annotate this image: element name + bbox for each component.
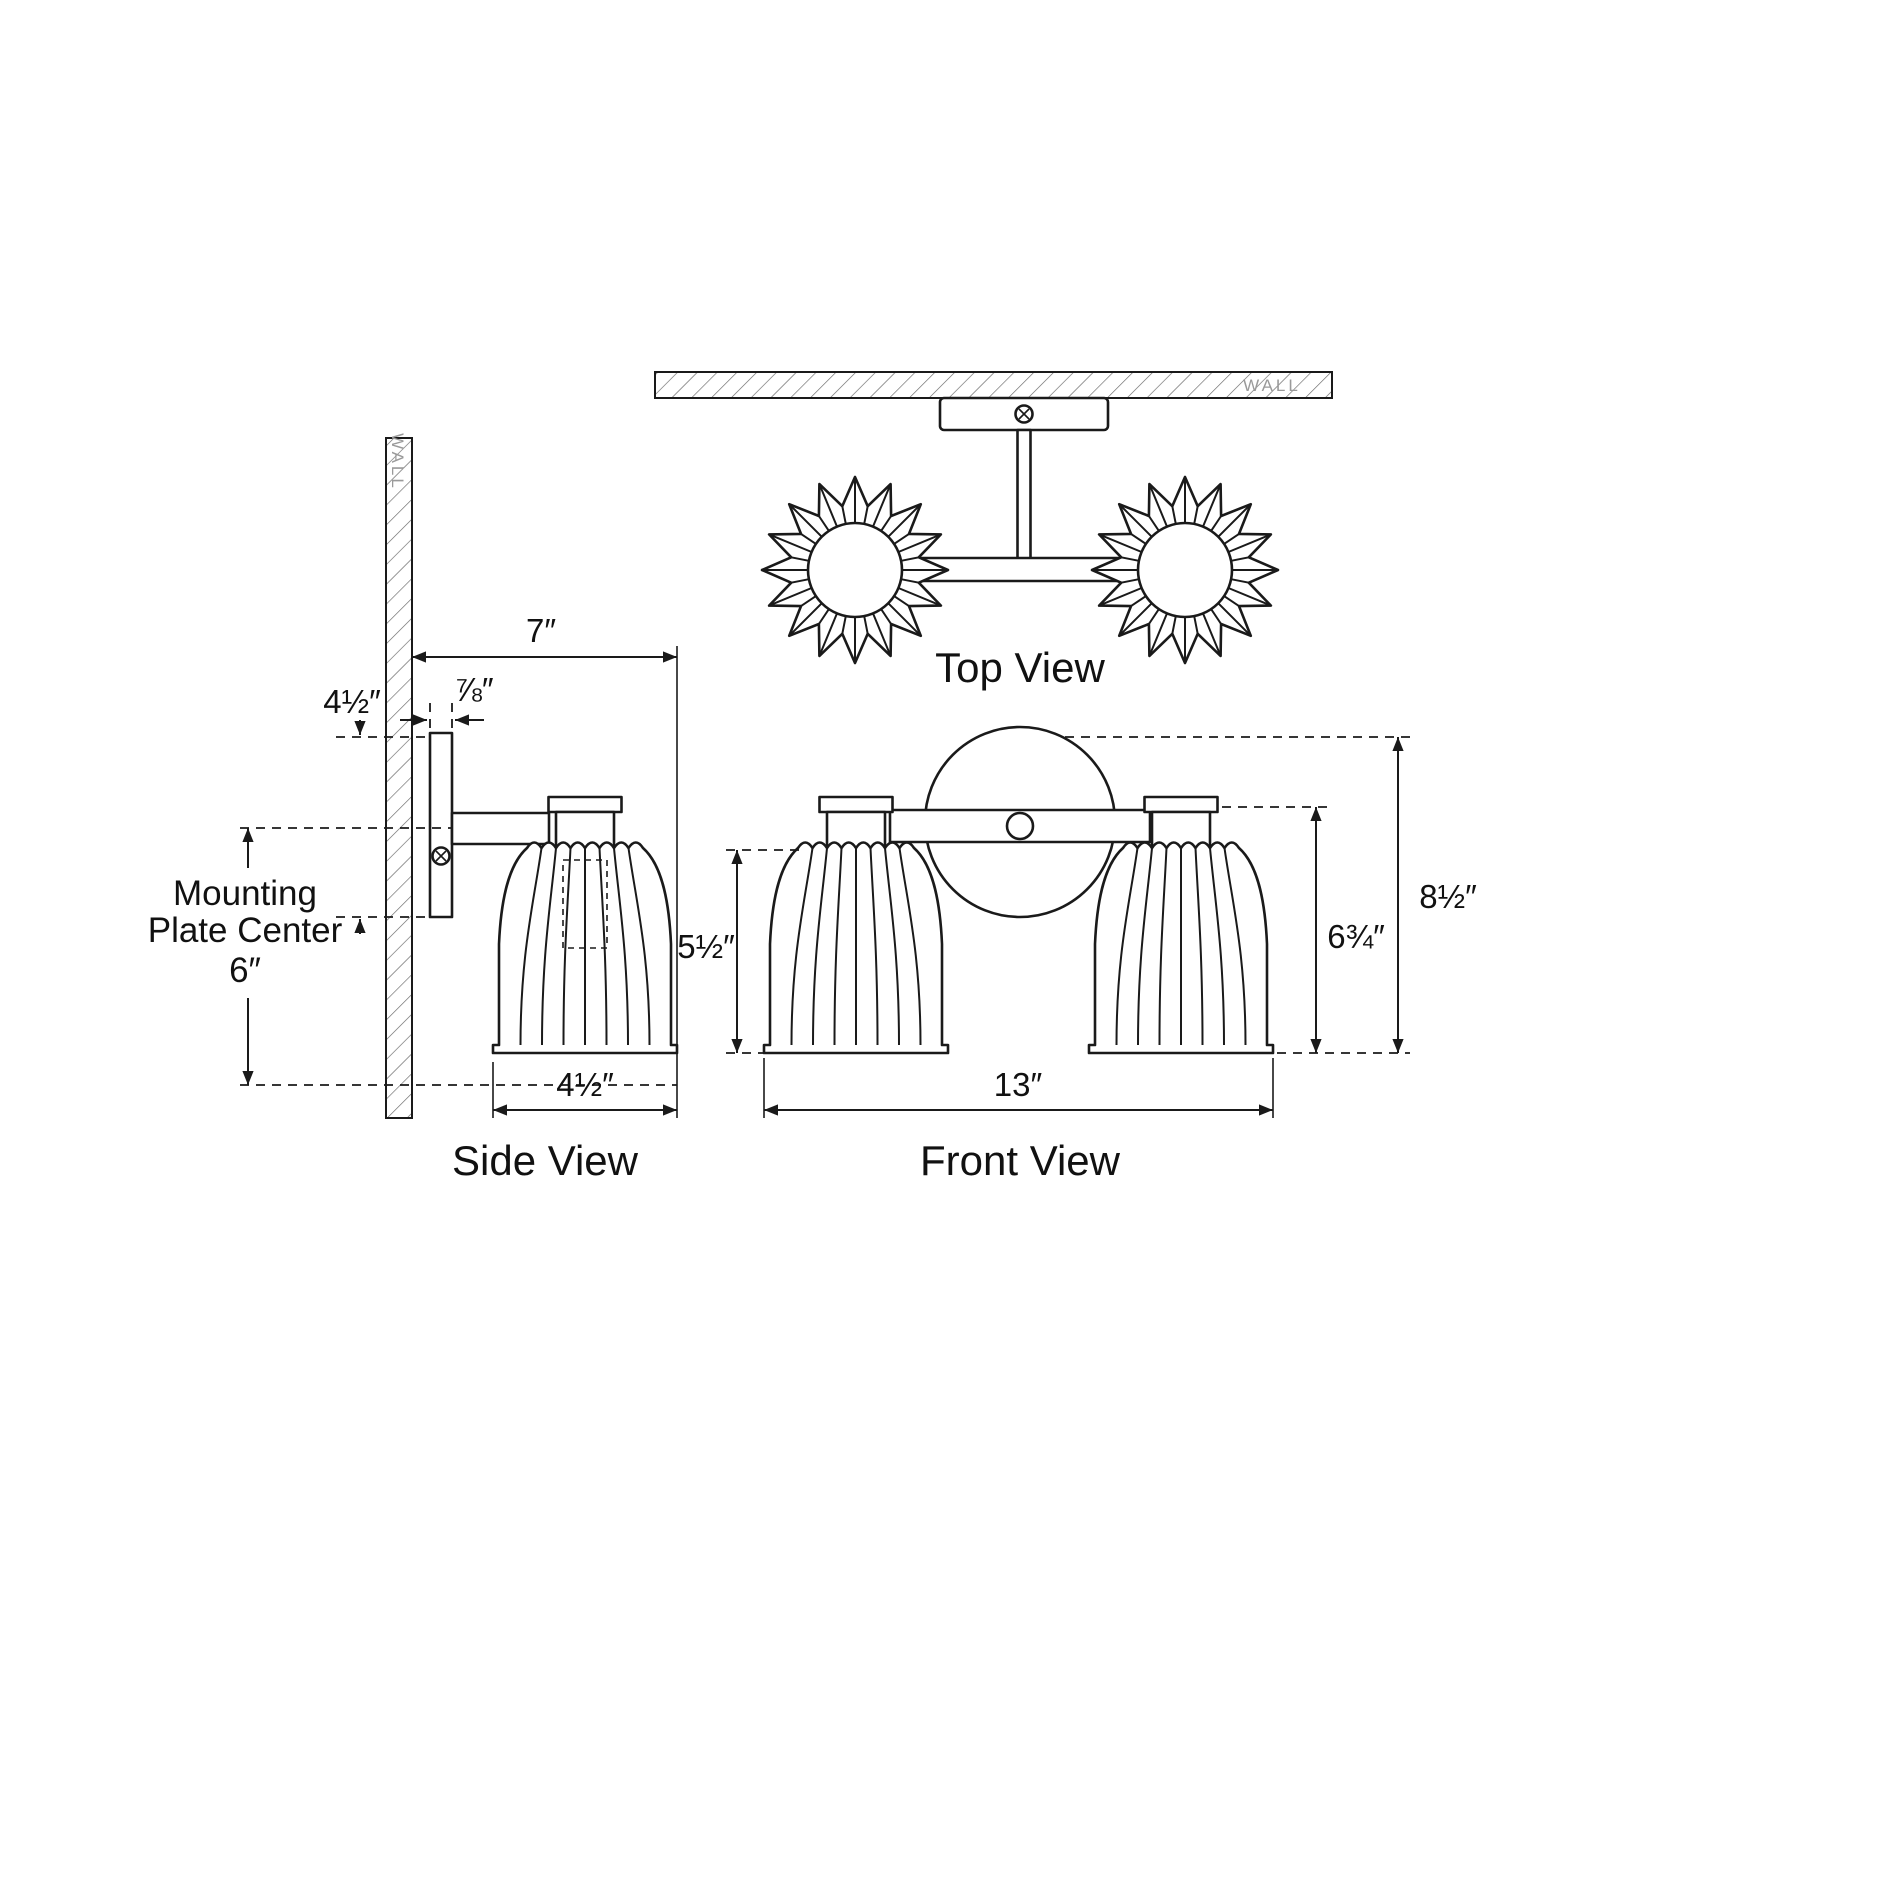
side-view: WALL 7″ 4½″ ⅞″ Mou — [148, 433, 679, 1184]
flower-radial-lines — [762, 477, 948, 663]
dim-holder-height-label: 6¾″ — [1327, 918, 1385, 955]
dim-overall-height-label: 8½″ — [1419, 878, 1477, 915]
front-shade-right — [1087, 841, 1275, 1055]
front-left-holder-cap — [818, 795, 894, 814]
side-wall-hatch — [385, 437, 413, 1119]
side-arm — [450, 811, 551, 846]
top-view-label: Top View — [935, 644, 1105, 691]
dim-shade-height-label: 5½″ — [677, 928, 735, 965]
front-view: 5½″ 13″ 6¾″ 8½″ Front View — [677, 725, 1477, 1184]
mounting-label-line1: Mounting — [173, 874, 317, 913]
top-screw-icon — [1014, 404, 1034, 424]
front-hub — [1005, 811, 1035, 841]
side-view-label: Side View — [452, 1137, 639, 1184]
flower-center-circle — [806, 521, 904, 619]
front-view-label: Front View — [920, 1137, 1121, 1184]
top-stem — [1016, 428, 1032, 564]
top-shade-left — [760, 475, 950, 665]
top-shade-right — [1090, 475, 1280, 665]
flower-center-circle — [1136, 521, 1234, 619]
top-wall-hatch — [654, 371, 1333, 399]
dim-shade-width-label: 4½″ — [556, 1066, 614, 1103]
mounting-label-line2: Plate Center — [148, 911, 343, 950]
dim-plate-height-label: 4½″ — [323, 683, 381, 720]
top-wall-label: WALL — [1243, 376, 1301, 395]
side-wall-label: WALL — [388, 433, 407, 491]
side-holder-cap — [547, 795, 623, 814]
flower-radial-lines — [1092, 477, 1278, 663]
dim-depth-label: 7″ — [526, 612, 556, 649]
top-view: WALL Top View — [654, 371, 1333, 691]
side-mounting-plate — [428, 731, 454, 919]
dim-overall-width-label: 13″ — [994, 1066, 1043, 1103]
dim-plate-thickness-label: ⅞″ — [454, 671, 494, 708]
front-shade-left — [762, 841, 950, 1055]
mounting-label-line3: 6″ — [229, 951, 261, 990]
front-right-holder-cap — [1143, 795, 1219, 814]
side-screw-icon — [431, 846, 451, 866]
side-socket-dashed — [562, 859, 608, 949]
